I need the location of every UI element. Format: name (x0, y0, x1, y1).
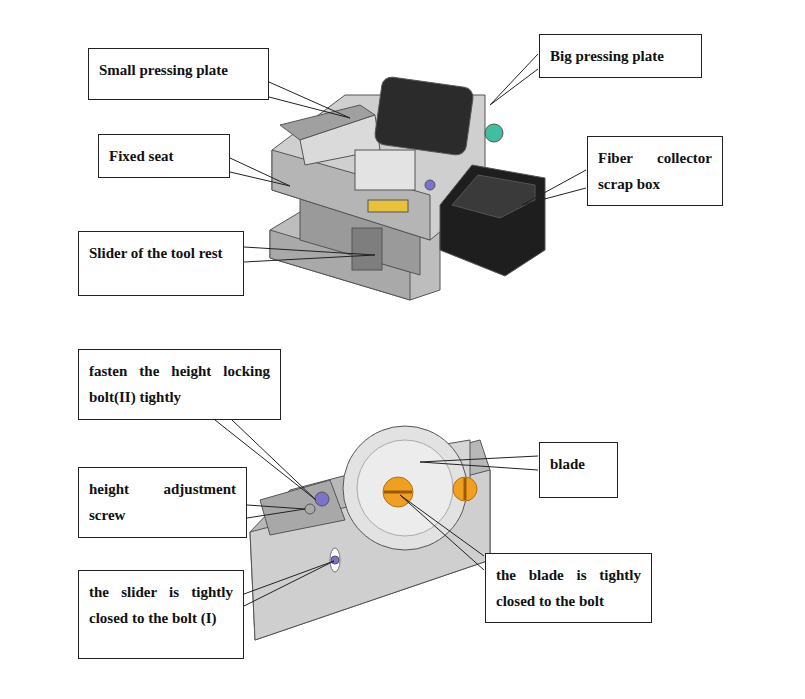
callout-box: the slider is tightly closed to the bolt… (78, 570, 244, 659)
callout-text: Big pressing plate (550, 43, 691, 69)
callout-text: Slider of the tool rest (89, 240, 233, 266)
callout-box: Small pressing plate (88, 48, 269, 100)
callout-text: Small pressing plate (99, 57, 258, 83)
callout-text: the slider is tightly closed to the bolt… (89, 579, 233, 631)
callout-box: the blade is tightly closed to the bolt (485, 553, 652, 623)
callout-text: Fixed seat (109, 143, 219, 169)
leader-lines (215, 54, 586, 606)
callout-box: blade (539, 442, 618, 498)
cleaver-top (270, 76, 545, 300)
callout-box: height adjustment screw (78, 467, 247, 538)
callout-text: height adjustment screw (89, 476, 236, 528)
callout-text: blade (550, 451, 607, 477)
callout-text: Fiber collector scrap box (598, 145, 712, 197)
callout-text: fasten the height locking bolt(II) tight… (89, 358, 270, 410)
tool-rest (250, 426, 490, 640)
callout-box: fasten the height locking bolt(II) tight… (78, 349, 281, 420)
callout-box: Fiber collector scrap box (587, 136, 723, 206)
callout-box: Slider of the tool rest (78, 231, 244, 296)
callout-box: Fixed seat (98, 134, 230, 178)
callout-text: the blade is tightly closed to the bolt (496, 562, 641, 614)
callout-box: Big pressing plate (539, 34, 702, 78)
